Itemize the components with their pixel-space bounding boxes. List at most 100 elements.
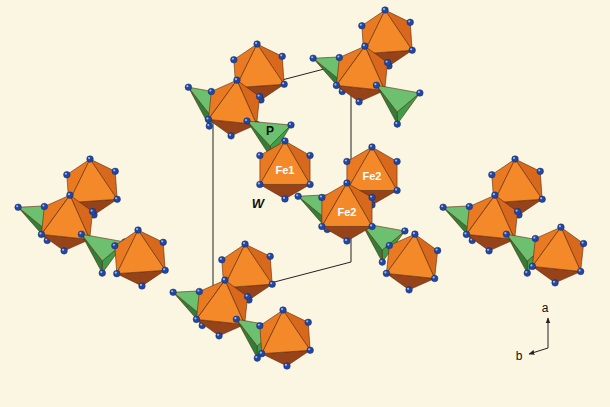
atom-highlight (533, 236, 535, 238)
atom-highlight (395, 122, 397, 124)
atom-highlight (260, 352, 262, 354)
atom-highlight (136, 228, 138, 230)
oxygen-atom (208, 88, 215, 95)
oxygen-atom (257, 152, 264, 159)
oxygen-atom (219, 256, 226, 263)
polyhedron-face (260, 141, 310, 184)
atom-highlight (186, 85, 188, 87)
oxygen-atom (78, 231, 85, 238)
oxygen-atom (185, 84, 192, 91)
oxygen-atom (112, 242, 119, 249)
oxygen-atom (15, 204, 22, 211)
atom-highlight (530, 264, 532, 266)
oxygen-atom (295, 193, 302, 200)
oxygen-atom (369, 194, 376, 201)
atom-highlight (255, 356, 257, 358)
polyhedron-face (262, 310, 310, 354)
polyhedron-face (208, 80, 256, 124)
oxygen-atom (112, 168, 119, 175)
oxygen-atom (282, 196, 289, 203)
polyhedron-face (494, 159, 542, 203)
atom-highlight (435, 249, 437, 251)
oxygen-atom (394, 187, 401, 194)
oxygen-atom (205, 116, 212, 123)
atom-highlight (408, 20, 410, 22)
oxygen-atom (369, 144, 376, 151)
atom-highlight (559, 225, 561, 227)
oxygen-atom (282, 138, 289, 145)
oxygen-atom (373, 82, 380, 89)
atom-highlight (220, 258, 222, 260)
atom-highlight (245, 295, 247, 297)
atom-highlight (285, 364, 287, 366)
atom-highlight (334, 83, 336, 85)
atom-highlight (39, 232, 41, 234)
atom-highlight (217, 334, 219, 336)
atom-label: Fe2 (363, 171, 382, 182)
atom-highlight (140, 284, 142, 286)
polyhedron-face (196, 280, 244, 324)
atom-highlight (538, 169, 540, 171)
atom-highlight (115, 197, 117, 199)
oxygen-atom (113, 270, 120, 277)
atom-highlight (289, 123, 291, 125)
oxygen-atom (440, 204, 447, 211)
p-tetrahedron (373, 82, 423, 128)
oxygen-atom (269, 281, 276, 288)
atom-highlight (370, 224, 372, 226)
atom-highlight (171, 290, 173, 292)
atom-highlight (384, 271, 386, 273)
atom-highlight (90, 210, 92, 212)
oxygen-atom (417, 90, 424, 97)
oxygen-atom (319, 223, 326, 230)
atom-highlight (308, 153, 310, 155)
polyhedron-face (41, 195, 89, 239)
atom-highlight (385, 61, 387, 63)
oxygen-atom (434, 247, 441, 254)
atom-highlight (113, 169, 115, 171)
oxygen-atom (412, 231, 419, 238)
atom-highlight (525, 271, 527, 273)
oxygen-atom (362, 43, 369, 50)
atom-highlight (504, 232, 506, 234)
atom-label: Fe2 (338, 207, 357, 218)
atom-highlight (487, 249, 489, 251)
oxygen-atom (344, 180, 351, 187)
oxygen-atom (344, 238, 351, 245)
oxygen-atom (139, 283, 146, 290)
atom-highlight (255, 42, 257, 44)
oxygen-atom (257, 322, 264, 329)
atom-highlight (235, 78, 237, 80)
atom-highlight (42, 204, 44, 206)
oxygen-atom (89, 208, 96, 215)
atom-highlight (197, 289, 199, 291)
atom-highlight (115, 272, 117, 274)
atom-highlight (283, 139, 285, 141)
atom-highlight (258, 153, 260, 155)
oxygen-atom (319, 194, 326, 201)
oxygen-atom (394, 158, 401, 165)
polyhedron-face (347, 147, 397, 190)
oxygen-atom (383, 270, 390, 277)
oxygen-atom (409, 47, 416, 54)
axis-arrow (529, 348, 548, 354)
oxygen-atom (552, 280, 559, 287)
atom-highlight (360, 24, 362, 26)
atom-highlight (357, 100, 359, 102)
oxygen-atom (489, 171, 496, 178)
atom-highlight (515, 210, 517, 212)
oxygen-atom (463, 231, 470, 238)
oxygen-atom (359, 22, 366, 29)
atom-highlight (337, 55, 339, 57)
oxygen-atom (307, 181, 314, 188)
atom-highlight (258, 182, 260, 184)
atom-highlight (413, 232, 415, 234)
atom-highlight (345, 159, 347, 161)
atom-highlight (257, 95, 259, 97)
atom-highlight (223, 278, 225, 280)
oxygen-atom (492, 192, 499, 199)
atom-highlight (283, 197, 285, 199)
oxygen-atom (256, 93, 263, 100)
fe-octahedron (112, 227, 169, 289)
